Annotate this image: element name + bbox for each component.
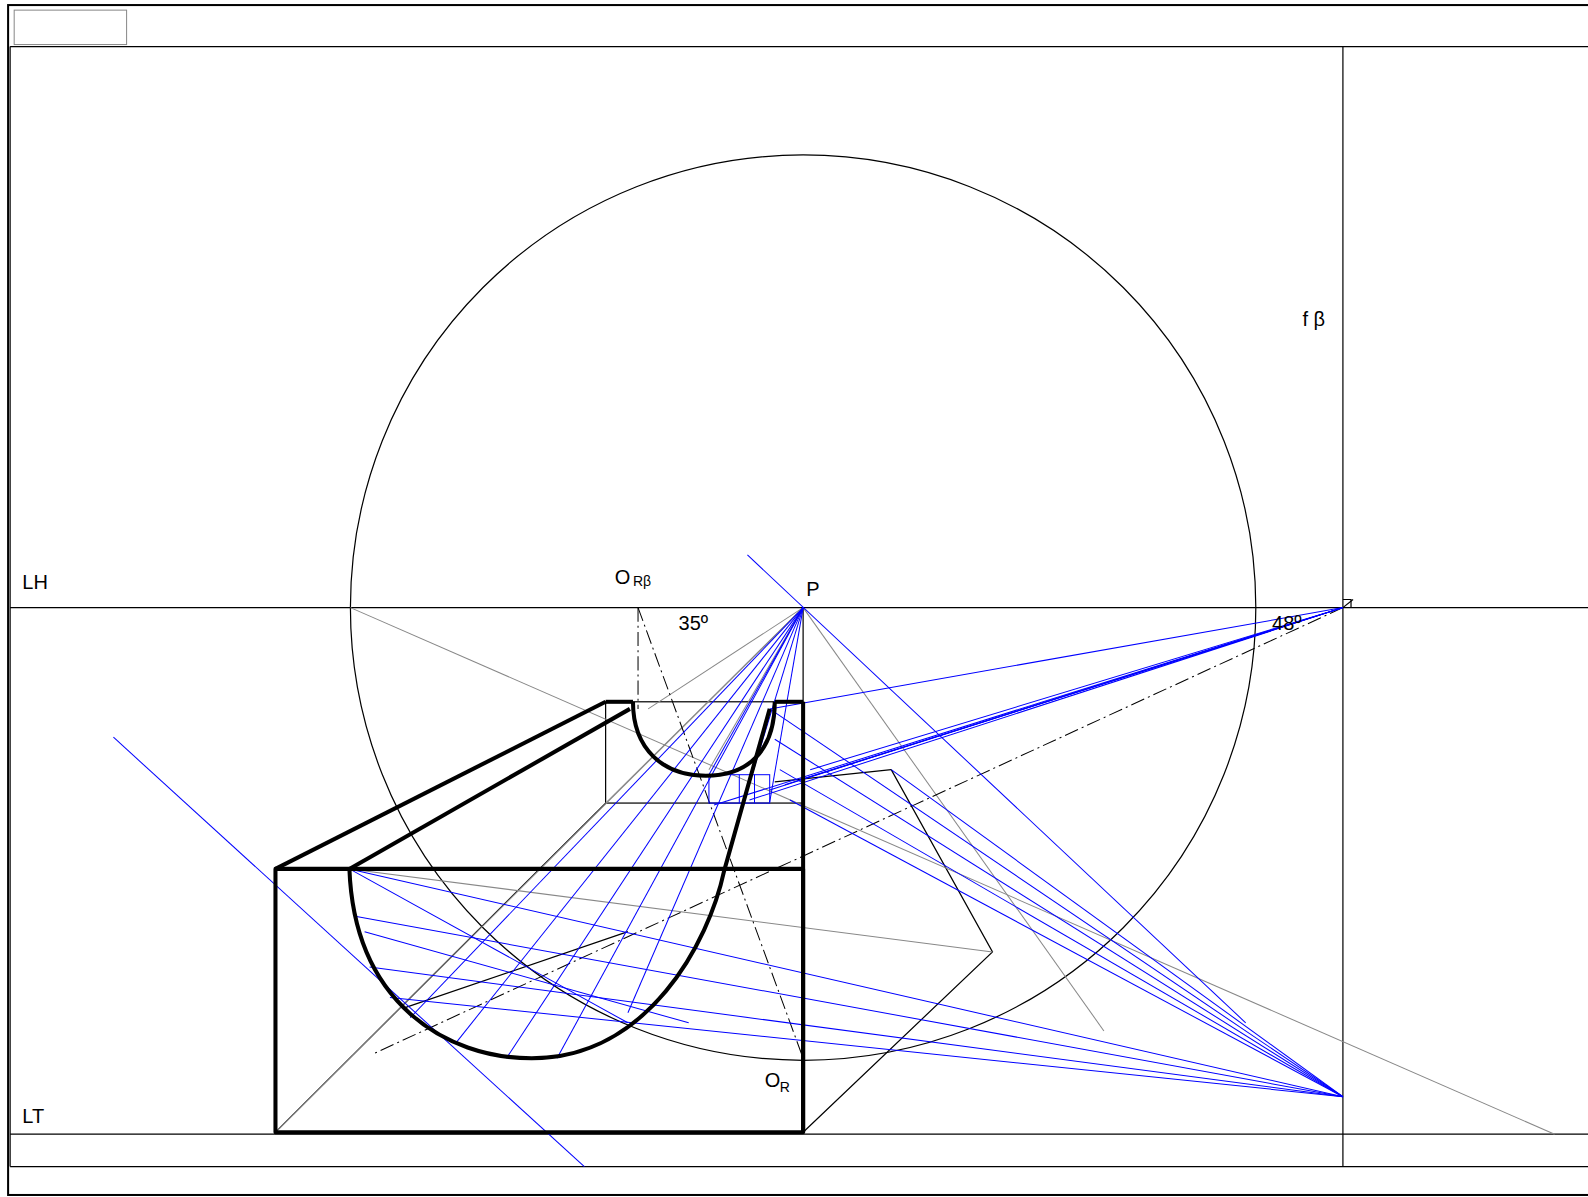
- drawing-label: LH: [22, 572, 48, 592]
- drawing-label: O: [765, 1070, 781, 1090]
- drawing-label: Rβ: [633, 574, 651, 588]
- drawing-label: P: [806, 579, 819, 599]
- drawing-label: 35º: [679, 613, 709, 633]
- drawing-label: 48º: [1272, 613, 1302, 633]
- drawing-label: LT: [22, 1106, 44, 1126]
- drawing-label: f β: [1302, 309, 1325, 329]
- drawing-label: R: [780, 1080, 790, 1094]
- drawing-label: O: [615, 567, 631, 587]
